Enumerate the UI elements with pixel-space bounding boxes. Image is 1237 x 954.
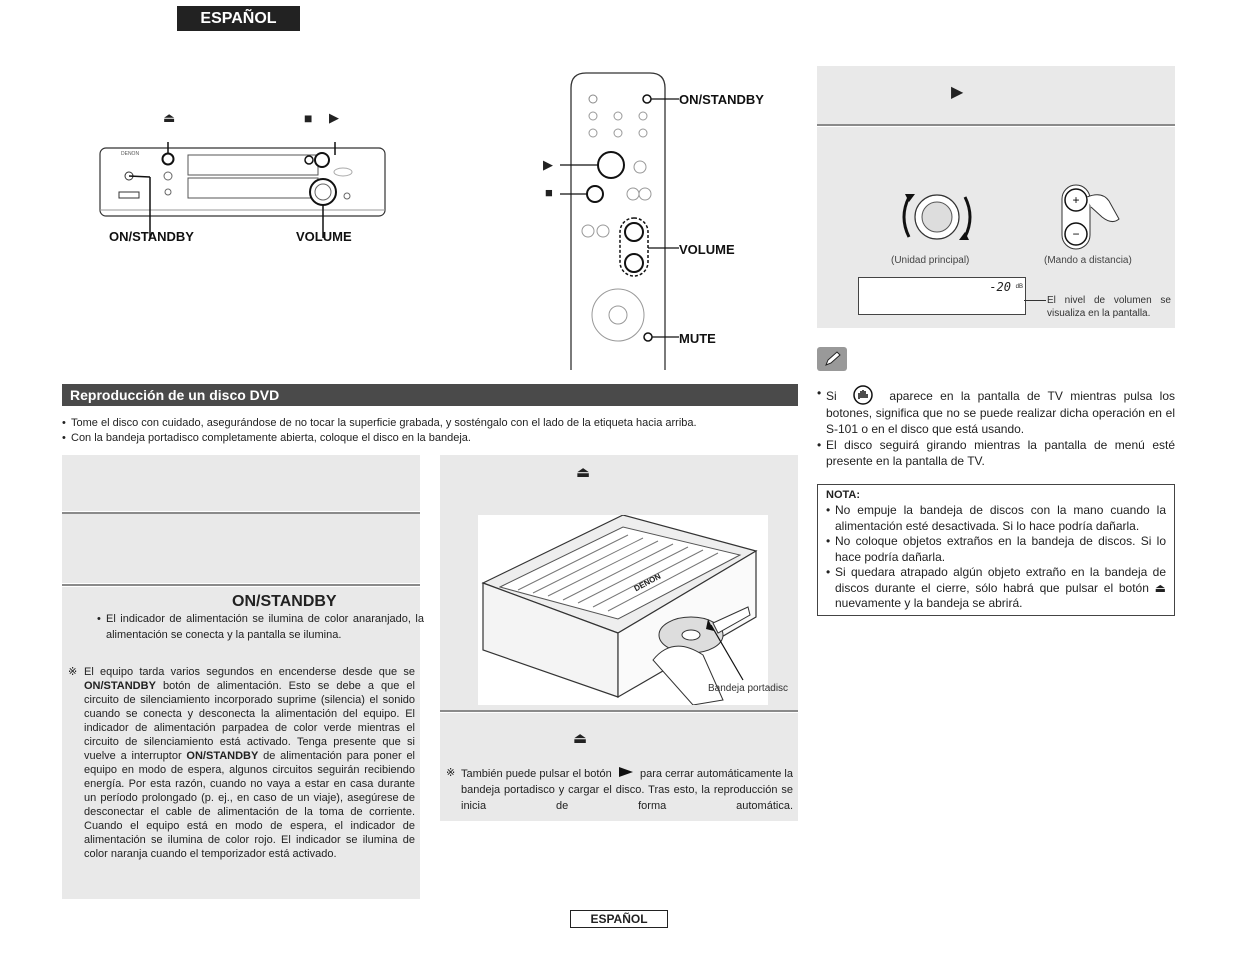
remote-play-symbol: ▶ [543,157,553,172]
divider [817,124,1175,126]
nota-item: No empuje la bandeja de discos con la ma… [826,503,1166,534]
notes-item-text: aparece en la pantalla de TV mientras pu… [826,389,1175,436]
note-text: El equipo tarda varios segundos en encen… [84,666,415,678]
main-unit-drawing [99,142,386,238]
play-symbol: ▶ [329,110,339,125]
volume-step-header: ▶ [817,66,1175,124]
display-panel: -20 dB [858,277,1026,315]
display-unit: dB [1015,284,1023,290]
divider [62,512,420,514]
caption-main-unit: (Unidad principal) [891,255,970,266]
pencil-icon [817,347,847,371]
ref-mark: ※ [446,767,456,779]
notes-item: El disco seguirá girando mientras la pan… [817,437,1175,469]
step-3-note: El equipo tarda varios segundos en encen… [84,665,415,861]
section-bullet: Con la bandeja portadisco completamente … [62,431,798,446]
section-bullet: Tome el disco con cuidado, asegurándose … [62,416,798,431]
player-tray-illustration: DENON [478,514,768,706]
eject-symbol: ⏏ [576,464,591,481]
play-icon [618,767,633,777]
play-symbol: ▶ [951,84,964,101]
section-title: Reproducción de un disco DVD [62,384,798,406]
divider [440,710,798,712]
step-2-box [62,514,420,583]
brand-text: DENON [121,151,140,157]
display-note: El nivel de volumen se visualiza en la p… [1047,295,1171,319]
prohibited-hand-icon [853,385,873,405]
ref-mark: ※ [68,666,78,678]
nota-box: NOTA: No empuje la bandeja de discos con… [817,484,1175,616]
caption-remote: (Mando a distancia) [1044,255,1132,266]
main-on-standby-label: ON/STANDBY [109,229,194,244]
remote-volume-button-drawing: + − [1061,184,1120,250]
notes-item-prefix: Si [826,389,837,403]
remote-stop-symbol: ■ [545,185,553,200]
nota-item: No coloque objetos extraños en la bandej… [826,534,1166,565]
nota-title: NOTA: [826,489,861,501]
tray-label: Bandeja portadisc [708,683,789,694]
eject-symbol: ⏏ [573,730,588,747]
volume-step-body: + − (Unidad principal) (Mando a distanci… [817,127,1175,328]
open-tray-step-box: ⏏ DENON Bandeja portadisc [440,455,798,710]
note-text: También puede pulsar el botón [461,768,612,780]
nota-item: Si quedara atrapado algún objeto extraño… [826,565,1166,612]
remote-illustration [560,72,679,370]
language-tab: ESPAÑOL [177,6,300,31]
svg-text:−: − [1072,227,1079,241]
notes-item: Si aparece en la pantalla de TV mientras… [817,385,1175,437]
section-bullets: Tome el disco con cuidado, asegurándose … [62,416,798,446]
divider [62,584,420,586]
main-unit-illustration: ⏏ ■ ▶ DENON [95,110,395,250]
main-volume-label: VOLUME [296,229,352,244]
eject-symbol: ⏏ [163,110,176,125]
leader-line [1024,300,1046,301]
remote-volume-label: VOLUME [679,242,735,257]
note-bold: ON/STANDBY [84,680,156,692]
remote-on-standby-label: ON/STANDBY [679,92,764,107]
svg-text:+: + [1072,193,1079,207]
main-volume-knob-drawing [902,194,972,240]
note-text: para cerrar automáticamente la bandeja p… [461,768,793,812]
step-3-bullet: El indicador de alimentación se ilumina … [97,612,424,643]
note-bold: ON/STANDBY [186,750,259,762]
step-1-box [62,455,420,511]
step-3-heading: ON/STANDBY [232,593,337,610]
remote-mute-label: MUTE [679,331,716,346]
stop-symbol: ■ [304,110,313,126]
notes-list: Si aparece en la pantalla de TV mientras… [817,385,1175,469]
close-tray-step-box: ⏏ ※ También puede pulsar el botón para c… [440,713,798,821]
step-3-box: ON/STANDBY El indicador de alimentación … [62,587,424,899]
note-text: de alimentación para poner el equipo en … [84,750,415,860]
close-tray-note-line1: También puede pulsar el botón para cerra… [461,766,793,814]
display-value: -20 [989,280,1011,294]
footer-language-tab: ESPAÑOL [570,910,668,928]
note-text: botón de alimentación. Esto se debe a qu… [84,680,415,762]
